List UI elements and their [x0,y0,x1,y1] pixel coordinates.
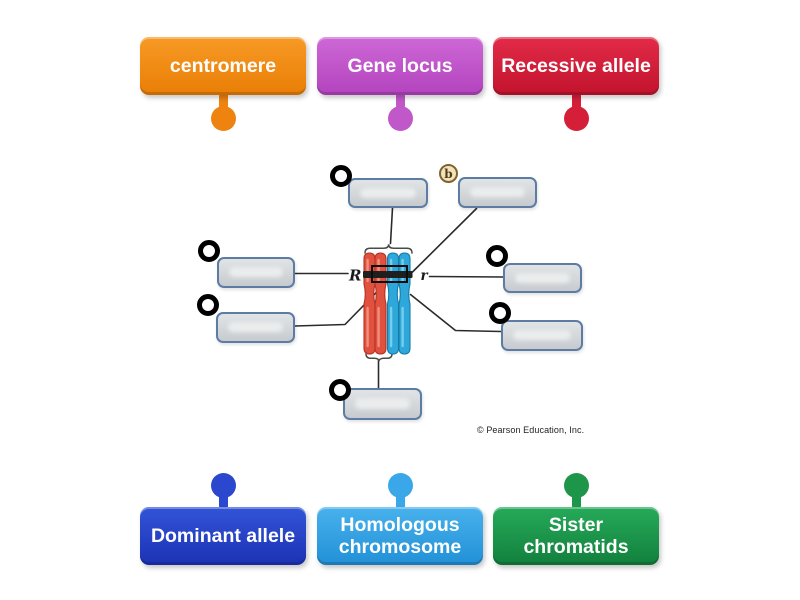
label-pin-ball [387,473,413,498]
label-pin-ball [563,106,589,131]
gene-band-blue [386,271,413,278]
blank-answer-box-right-middle [503,263,582,293]
label-chip-text: Gene locus [347,54,453,77]
label-chip-text: Homologous chromosome [338,513,462,558]
label-chip-gene-locus[interactable]: Gene locus [317,37,483,95]
label-pin-ball [210,106,236,131]
drop-target-ring-right-middle[interactable] [486,245,508,267]
label-chip-dominant-allele[interactable]: Dominant allele [140,507,306,565]
label-pin [571,93,581,109]
drop-target-ring-left-lower[interactable] [197,294,219,316]
callout-line-lower-right-box-to-centromere [409,293,502,333]
sister-chromatids-brace [365,353,393,362]
blank-answer-box-top-center [348,178,428,208]
blank-answer-box-right-lower [501,320,583,351]
callout-line-part-b-box-to-blue-band [411,207,478,273]
label-chip-sister-chromatids[interactable]: Sister chromatids [493,507,659,565]
label-chip-text: Sister chromatids [523,513,629,558]
figure-part-b-badge: b [439,164,458,183]
drop-target-ring-right-lower[interactable] [489,302,511,324]
label-pin [218,494,228,509]
label-chip-text: Recessive allele [501,54,651,77]
label-chip-recessive-allele[interactable]: Recessive allele [493,37,659,95]
drop-target-ring-bottom[interactable] [329,379,351,401]
label-pin [218,93,228,109]
gene-locus-box [371,265,408,283]
copyright-credit: © Pearson Education, Inc. [477,425,585,435]
homologous-pair-brace [364,244,413,254]
label-pin [395,93,405,109]
label-pin-ball [210,473,236,498]
blank-answer-box-top-right [458,177,537,208]
callout-line-top-box-to-pair-brace [389,207,394,245]
label-pin [395,494,405,509]
callout-line-r-to-right-box [428,275,504,278]
gene-band-red [363,271,387,278]
label-chip-homologous-chromosome[interactable]: Homologous chromosome [317,507,483,565]
allele-R-label: R [348,267,361,285]
blank-answer-box-left-lower [216,312,295,343]
label-pin-ball [563,473,589,498]
red-chromosome [363,252,387,355]
drop-target-ring-left-middle[interactable] [198,240,220,262]
label-chip-centromere[interactable]: centromere [140,37,306,95]
callout-line-lower-left-box-to-locus [294,278,390,327]
label-pin [571,494,581,509]
blank-answer-box-left-middle [217,257,295,288]
blank-answer-box-bottom [343,388,422,420]
label-pin-ball [387,106,413,131]
allele-r-label: r [421,268,429,284]
drop-target-ring-top-center[interactable] [330,165,352,187]
label-chip-text: Dominant allele [150,524,296,547]
label-chip-text: centromere [169,54,277,77]
